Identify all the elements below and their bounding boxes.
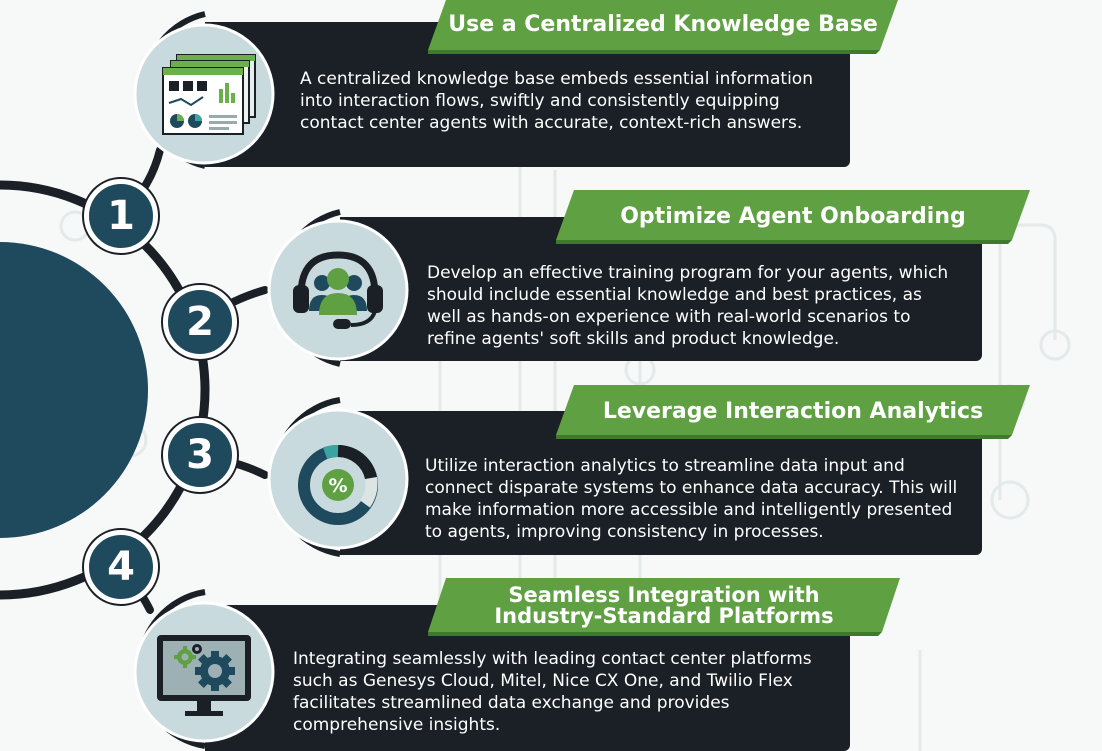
step-number-2: 2 [163, 285, 237, 359]
item-4-icon-circle [133, 601, 275, 743]
item-3-icon-circle: % [267, 408, 409, 550]
item-2-icon-circle [267, 219, 409, 361]
item-4-title: Seamless Integration with Industry-Stand… [428, 578, 900, 634]
item-4-title-line2: Industry-Standard Platforms [494, 604, 834, 628]
item-3-description: Utilize interaction analytics to streaml… [425, 456, 958, 542]
item-4-description: Integrating seamlessly with leading cont… [293, 649, 812, 735]
percent-donut-icon: % [267, 408, 409, 550]
item-1-icon-circle [133, 23, 275, 165]
item-2-title-banner: Optimize Agent Onboarding [556, 190, 1030, 244]
agent-headset-icon [267, 219, 409, 361]
percent-symbol: % [328, 475, 347, 497]
item-1-title: Use a Centralized Knowledge Base [448, 12, 878, 37]
item-2-title: Optimize Agent Onboarding [620, 204, 966, 229]
item-3-title: Leverage Interaction Analytics [602, 399, 984, 424]
step-number-1: 1 [84, 179, 158, 253]
item-3-title-banner: Leverage Interaction Analytics [556, 385, 1030, 439]
item-1-title-banner: Use a Centralized Knowledge Base [428, 0, 898, 54]
item-4-title-line1: Seamless Integration with [508, 583, 820, 607]
step-number-3: 3 [163, 418, 237, 492]
knowledge-base-dashboard-icon [133, 23, 275, 165]
step-number-4: 4 [84, 530, 158, 604]
item-2-description: Develop an effective training program fo… [427, 263, 949, 349]
monitor-gears-icon [133, 601, 275, 743]
item-4-title-banner: Seamless Integration with Industry-Stand… [428, 578, 900, 636]
item-1-description: A centralized knowledge base embeds esse… [300, 69, 813, 133]
